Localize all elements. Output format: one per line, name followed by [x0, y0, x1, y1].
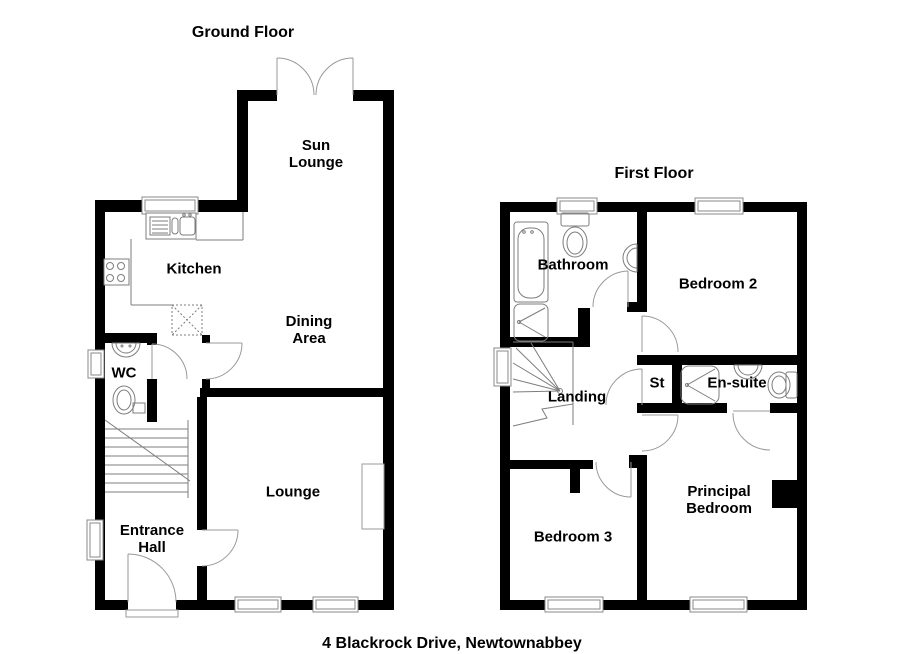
dining-door-icon [205, 342, 243, 380]
landing-window-icon [493, 347, 512, 387]
appliance-space-icon [171, 304, 203, 336]
fireplace-icon [361, 463, 385, 530]
front-door-icon [127, 553, 177, 603]
principal-window-icon [689, 596, 748, 613]
wc-toilet-icon [112, 385, 146, 415]
room-label-bedroom-2: Bedroom 2 [678, 275, 758, 293]
lounge-window-left-icon [234, 596, 282, 613]
address-caption: 4 Blackrock Drive, Newtownabbey [322, 634, 582, 652]
ground-floor-fixtures [103, 212, 385, 618]
door-swings [127, 57, 771, 603]
bathtub-icon [513, 221, 549, 303]
en-suite-basin-icon [733, 364, 763, 380]
french-doors-icon [276, 57, 354, 96]
bedroom2-door-icon [641, 315, 679, 353]
room-label-bedroom-3: Bedroom 3 [533, 528, 613, 546]
ensuite-door-icon [732, 410, 771, 451]
room-label-lounge: Lounge [265, 483, 321, 501]
kitchen-sink-icon [145, 212, 197, 240]
first-floor-title: First Floor [614, 164, 694, 182]
front-door-step-icon [125, 609, 179, 618]
kitchen-window-icon [141, 196, 199, 215]
lounge-window-right-icon [312, 596, 359, 613]
room-label-dining-area: Dining Area [285, 313, 333, 347]
winder-staircase-icon [512, 341, 574, 427]
room-label-entrance-hall: Entrance Hall [119, 522, 185, 556]
shower-icon [513, 303, 549, 342]
wc-window-icon [87, 349, 105, 379]
worktop-icon [130, 212, 244, 306]
chimney-breast-icon [772, 480, 797, 508]
bathroom-door-icon [592, 270, 629, 308]
ground-floor-title: Ground Floor [191, 23, 295, 41]
bedroom3-window-icon [544, 596, 604, 613]
ground-staircase-icon [104, 419, 191, 498]
room-label-sun-lounge: Sun Lounge [288, 137, 344, 171]
windows [86, 196, 748, 613]
wash-basin-icon [622, 243, 638, 273]
en-suite-shower-icon [680, 365, 720, 405]
first-floor-fixtures [512, 212, 798, 427]
wc-door-icon [151, 343, 188, 380]
bathroom-window-icon [556, 197, 598, 215]
principal-door-icon [641, 414, 679, 452]
toilet-icon [560, 212, 590, 258]
room-label-bathroom: Bathroom [537, 256, 609, 274]
room-label-kitchen: Kitchen [166, 260, 222, 278]
room-label-landing: Landing [547, 388, 607, 406]
bedroom2-window-icon [694, 197, 744, 215]
hall-window-icon [86, 519, 104, 561]
ground-floor-walls [95, 90, 394, 610]
room-label-en-suite: En-suite [707, 374, 767, 392]
first-floor-walls [500, 202, 807, 610]
en-suite-toilet-icon [767, 371, 798, 399]
room-label-wc: WC [111, 364, 137, 382]
lounge-door-icon [201, 529, 239, 567]
room-label-principal-bedroom: Principal Bedroom [686, 483, 752, 517]
hob-icon [103, 258, 130, 286]
storage-door-icon [605, 368, 643, 406]
wc-basin-icon [111, 342, 141, 358]
bedroom3-door-icon [595, 461, 632, 498]
room-label-storage: St [649, 374, 665, 392]
